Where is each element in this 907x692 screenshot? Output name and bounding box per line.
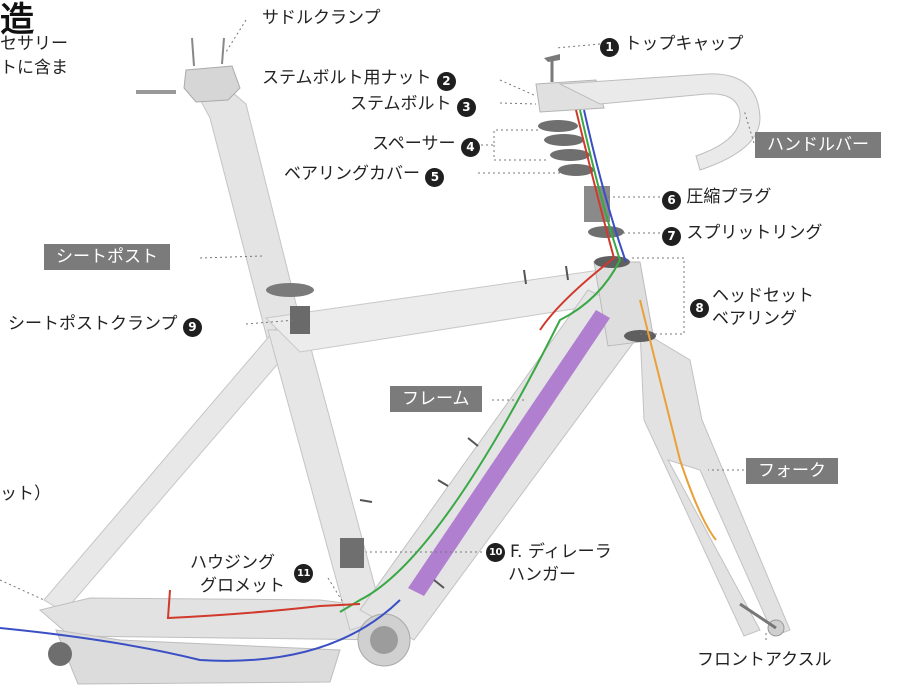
downtube-protector (408, 310, 610, 596)
label-stem-bolt-nut-text: ステムボルト用ナット (262, 68, 432, 88)
label-compression-plug-text: 圧縮プラグ (686, 187, 772, 207)
tag-fork: フォーク (746, 458, 838, 484)
seat-tube (267, 329, 385, 631)
label-seatpost-clamp-text: シートポストクランプ (8, 314, 178, 334)
label-stem-bolt-nut: ステムボルト用ナット 2 (262, 68, 456, 91)
badge-3: 3 (456, 98, 476, 117)
label-split-ring-text: スプリットリング (686, 223, 823, 243)
label-top-cap-text: トップキャップ (624, 34, 744, 54)
badge-1: 1 (600, 38, 619, 57)
label-f-derailleur-hanger-line1: F. ディレーラ (510, 542, 612, 562)
label-top-cap: 1 トップキャップ (600, 34, 743, 57)
title-fragment: 造 (0, 0, 34, 40)
label-bearing-cover-text: ベアリングカバー (284, 164, 420, 184)
label-spacer: スペーサー 4 (372, 134, 480, 157)
badge-10: 10 (486, 543, 505, 562)
badge-9: 9 (182, 318, 202, 337)
note-line-2: トに含ま (0, 58, 68, 78)
badge-8: 8 (690, 299, 709, 318)
badge-2: 2 (436, 72, 456, 91)
tag-seatpost: シートポスト (44, 244, 170, 270)
label-saddle-clamp: サドルクランプ (262, 8, 381, 28)
label-headset-bearing: 8 ヘッドセット ベアリング (690, 285, 814, 331)
tag-frame: フレーム (390, 386, 482, 412)
label-housing-grommet-line1: ハウジング (190, 553, 275, 573)
badge-6: 6 (662, 191, 681, 210)
label-seatpost-clamp: シートポストクランプ 9 (8, 314, 202, 337)
seatpost-shape (195, 91, 306, 343)
label-f-derailleur-hanger-line2: ハンガー (508, 565, 576, 585)
label-headset-bearing-line2: ベアリング (712, 309, 797, 329)
chain-stay-lower (55, 629, 341, 685)
label-bearing-cover: ベアリングカバー 5 (284, 164, 445, 187)
partial-left-label: ット） (0, 484, 51, 504)
label-spacer-text: スペーサー (372, 134, 456, 154)
label-housing-grommet: ハウジング グロメット 11 (190, 552, 313, 598)
label-headset-bearing-line1: ヘッドセット (712, 286, 814, 306)
label-stem-bolt: ステムボルト 3 (350, 94, 476, 117)
note-line-1: セサリー (0, 34, 68, 54)
badge-4: 4 (460, 138, 480, 157)
label-f-derailleur-hanger: 10 F. ディレーラ ハンガー (486, 541, 612, 587)
saddle-clamp-shape (183, 65, 241, 103)
label-stem-bolt-text: ステムボルト (350, 94, 452, 114)
handlebar-shape (558, 73, 761, 171)
fork-shape (639, 329, 791, 637)
label-split-ring: 7 スプリットリング (662, 223, 822, 246)
label-compression-plug: 6 圧縮プラグ (662, 187, 771, 210)
badge-7: 7 (662, 227, 681, 246)
badge-5: 5 (425, 168, 445, 187)
label-housing-grommet-line2: グロメット (200, 576, 285, 596)
badge-11: 11 (294, 564, 313, 583)
label-front-axle: フロントアクスル (697, 650, 832, 670)
tag-handlebar: ハンドルバー (755, 132, 881, 158)
